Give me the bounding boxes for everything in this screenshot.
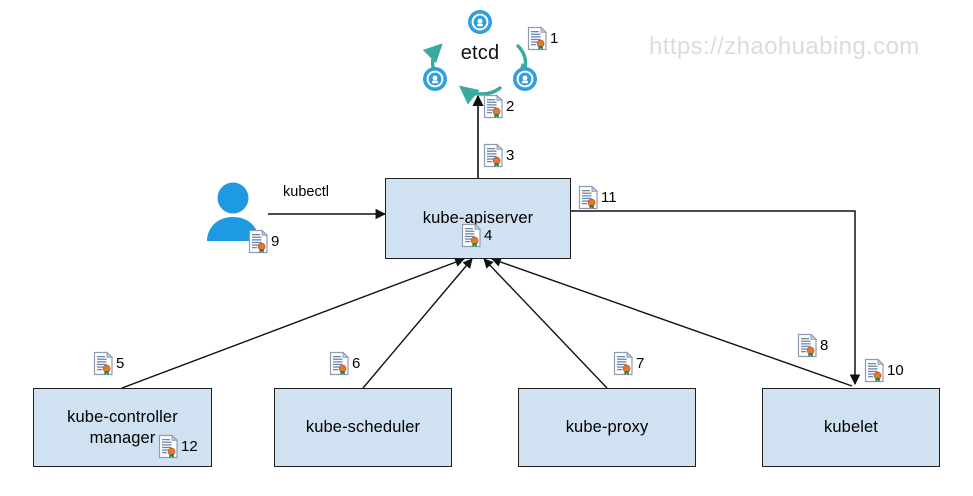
node-label-kube-scheduler: kube-scheduler: [305, 418, 421, 437]
gear-node-icon: [512, 66, 538, 92]
certificate-icon: [329, 351, 350, 376]
certificate-number: 4: [484, 227, 493, 244]
certificate-badge-3: 3: [483, 143, 514, 168]
certificate-badge-7: 7: [613, 351, 644, 376]
certificate-number: 3: [506, 147, 515, 164]
certificate-number: 1: [550, 30, 559, 47]
node-label-line2: manager: [89, 428, 156, 447]
certificate-number: 10: [887, 362, 904, 379]
gear-node-icon: [422, 66, 448, 92]
certificate-icon: [613, 351, 634, 376]
etcd-label: etcd: [460, 42, 500, 64]
certificate-badge-6: 6: [329, 351, 360, 376]
certificate-badge-12: 12: [158, 434, 198, 459]
certificate-icon: [158, 434, 179, 459]
certificate-badge-5: 5: [93, 351, 124, 376]
certificate-badge-11: 11: [578, 185, 617, 210]
certificate-icon: [578, 185, 599, 210]
certificate-number: 8: [820, 337, 829, 354]
certificate-badge-9: 9: [248, 229, 279, 254]
certificate-number: 11: [601, 189, 617, 206]
certificate-icon: [797, 333, 818, 358]
certificate-badge-2: 2: [483, 94, 514, 119]
user-icon: [203, 181, 263, 243]
certificate-number: 2: [506, 98, 515, 115]
node-label-line1: kube-controller: [67, 408, 178, 427]
certificate-number: 7: [636, 355, 645, 372]
watermark-text: https://zhaohuabing.com: [649, 33, 920, 60]
certificate-number: 9: [271, 233, 280, 250]
edge-kubelet-apiserver: [491, 257, 853, 387]
node-label-kube-proxy: kube-proxy: [565, 418, 649, 437]
node-label-kube-controller-manager: kube-controller manager: [61, 407, 184, 447]
certificate-icon: [483, 94, 504, 119]
certificate-number: 6: [352, 355, 361, 372]
node-label-kubelet: kubelet: [824, 418, 878, 437]
edge-scheduler-apiserver: [362, 258, 473, 389]
node-kube-controller-manager[interactable]: kube-controller manager: [33, 388, 212, 467]
certificate-number: 5: [116, 355, 125, 372]
etcd-cluster: etcd: [418, 6, 542, 102]
edge-controller-manager-apiserver: [121, 257, 465, 389]
certificate-badge-8: 8: [797, 333, 828, 358]
certificate-icon: [483, 143, 504, 168]
certificate-badge-10: 10: [864, 358, 904, 383]
node-kube-proxy[interactable]: kube-proxy: [518, 388, 696, 467]
kubectl-edge-label: kubectl: [283, 184, 329, 200]
node-label-kube-apiserver: kube-apiserver: [422, 209, 534, 228]
node-kube-scheduler[interactable]: kube-scheduler: [274, 388, 452, 467]
certificate-icon: [864, 358, 885, 383]
certificate-icon: [248, 229, 269, 254]
certificate-number: 12: [181, 438, 198, 455]
certificate-icon: [527, 26, 548, 51]
edge-proxy-apiserver: [483, 258, 608, 389]
gear-node-icon: [467, 9, 493, 35]
certificate-badge-4: 4: [461, 223, 492, 248]
certificate-icon: [93, 351, 114, 376]
certificate-badge-1: 1: [527, 26, 558, 51]
certificate-icon: [461, 223, 482, 248]
node-kubelet[interactable]: kubelet: [762, 388, 940, 467]
